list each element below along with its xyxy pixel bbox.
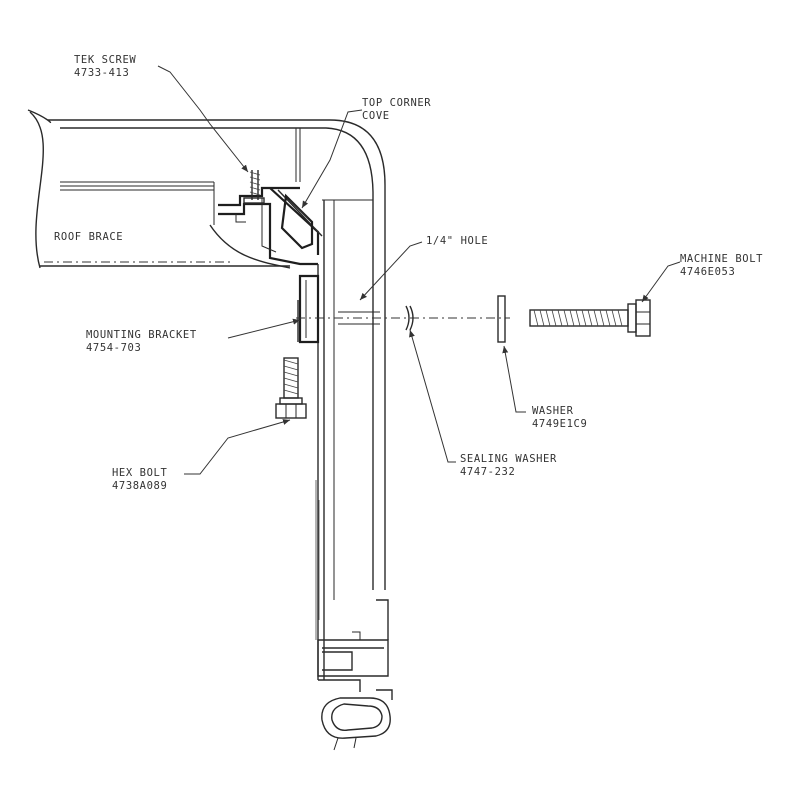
bulb-seal (321, 689, 393, 751)
bottom-extrusion (317, 599, 389, 692)
hex-bolt (275, 357, 307, 419)
mounting-bracket-name: MOUNTING BRACKET (86, 329, 197, 341)
hole-label: 1/4" HOLE (426, 235, 488, 247)
mounting-bracket (297, 274, 320, 344)
tek-screw-leader (157, 65, 249, 173)
washer-leader (502, 345, 526, 413)
side-wall (315, 192, 374, 680)
washer (497, 295, 506, 343)
top-clip-profile (218, 186, 323, 266)
sealing-washer-part: 4747-232 (460, 466, 515, 478)
roof-panel (27, 109, 386, 590)
machine-bolt-leader (641, 261, 681, 303)
top-corner-cove-leader (301, 109, 363, 209)
sealing-washer (405, 305, 414, 331)
sealing-washer-name: SEALING WASHER (460, 453, 557, 465)
top-corner-cove (280, 193, 314, 250)
bolt-centerline (296, 311, 510, 325)
roof-brace (40, 182, 291, 269)
hex-bolt-leader (184, 419, 291, 475)
machine-bolt-name: MACHINE BOLT (680, 253, 763, 265)
leader-lines (157, 65, 681, 475)
hole-leader (359, 241, 423, 301)
top-corner-cove-label-2: COVE (362, 110, 390, 122)
mounting-bracket-leader (227, 318, 301, 339)
tek-screw-part: 4733-413 (74, 67, 129, 79)
top-corner-cove-label-1: TOP CORNER (362, 97, 431, 109)
washer-part: 4749E1C9 (532, 418, 587, 430)
machine-bolt (529, 299, 651, 337)
sealing-washer-leader (409, 329, 456, 463)
tek-screw (243, 170, 265, 204)
callout-labels: TEK SCREW 4733-413 TOP CORNER COVE ROOF … (54, 54, 763, 492)
hex-bolt-part: 4738A089 (112, 480, 167, 492)
hex-bolt-name: HEX BOLT (112, 467, 167, 479)
roof-brace-label: ROOF BRACE (54, 231, 123, 243)
machine-bolt-part: 4746E053 (680, 266, 735, 278)
mounting-bracket-part: 4754-703 (86, 342, 141, 354)
tek-screw-name: TEK SCREW (74, 54, 136, 66)
washer-name: WASHER (532, 405, 574, 417)
